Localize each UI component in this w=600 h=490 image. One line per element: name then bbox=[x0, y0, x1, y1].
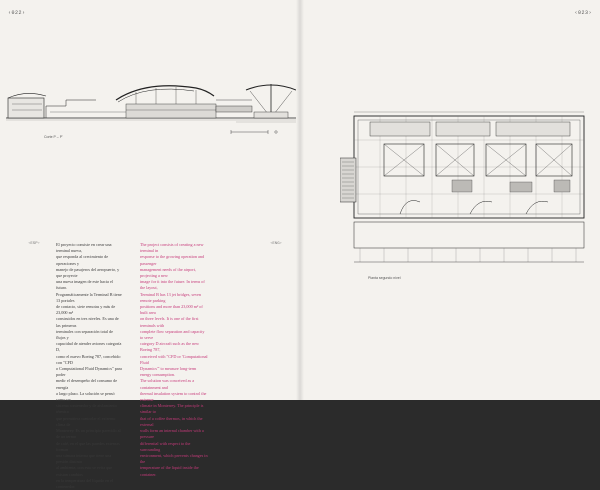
left-page: ‹022› bbox=[0, 0, 300, 400]
right-page: ‹023› bbox=[300, 0, 600, 400]
spanish-text: El proyecto consiste en crear una termin… bbox=[56, 242, 122, 489]
page-number-left: ‹022› bbox=[8, 10, 26, 16]
language-tag-english: ‹ENG› bbox=[270, 242, 283, 246]
plan-caption: Planta segundo nivel bbox=[368, 276, 401, 280]
english-text: The project consists of creating a new t… bbox=[140, 242, 208, 477]
book-gutter bbox=[296, 0, 304, 400]
language-tag-spanish: ‹ESP› bbox=[28, 242, 41, 246]
section-drawing bbox=[6, 84, 296, 134]
page-number-right: ‹023› bbox=[574, 10, 592, 16]
floor-plan-drawing bbox=[340, 111, 585, 263]
section-caption: Corte P – P' bbox=[44, 135, 63, 139]
